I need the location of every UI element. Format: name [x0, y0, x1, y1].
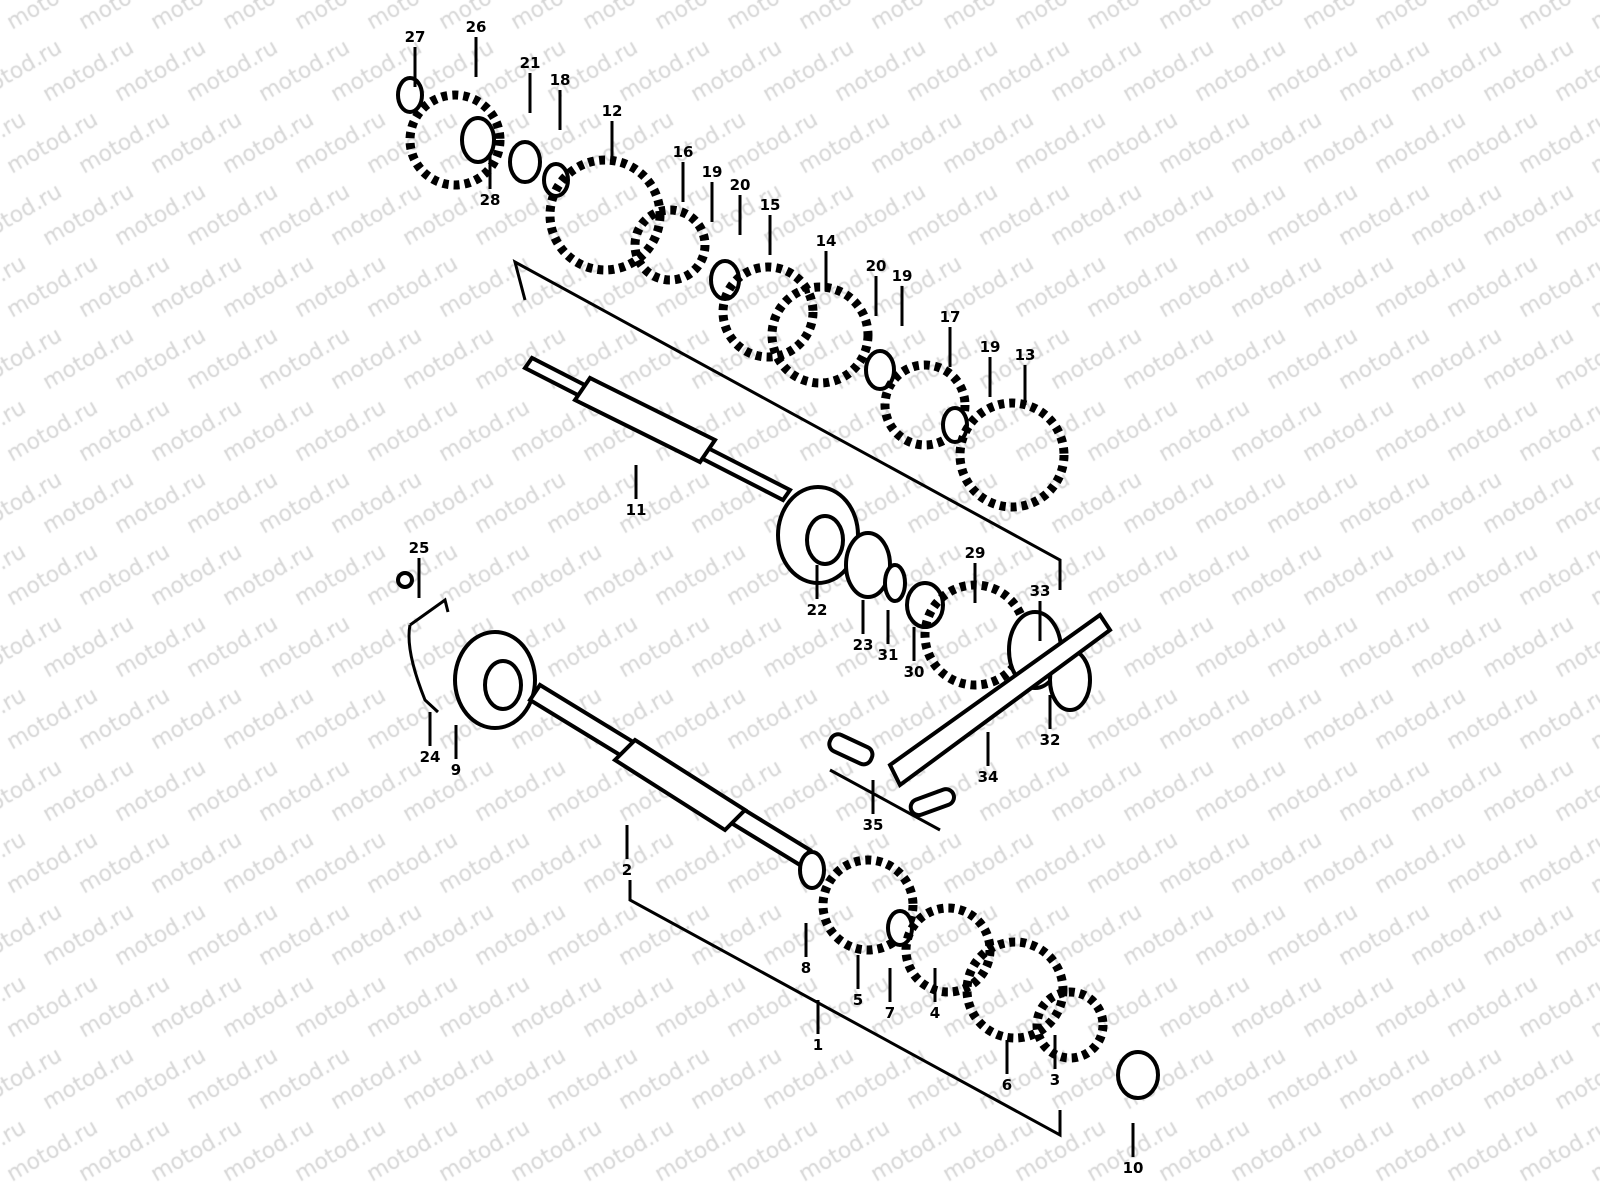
label-31: 31 [878, 646, 899, 664]
label-29: 29 [965, 544, 986, 562]
part-7-washer [886, 909, 914, 947]
part-14-gear [767, 282, 873, 388]
label-20: 20 [730, 176, 751, 194]
label-1: 1 [813, 1036, 823, 1054]
part-2-spline [611, 737, 749, 833]
part-13-gear [955, 398, 1069, 512]
bracket-line-lower [628, 880, 1062, 1138]
label-5: 5 [853, 991, 863, 1009]
label-11: 11 [626, 501, 647, 519]
part-35-clip [908, 787, 956, 818]
label-23: 23 [853, 636, 874, 654]
part-10-bushing [1116, 1050, 1160, 1100]
label-21: 21 [520, 54, 541, 72]
part-30-spacer [905, 581, 945, 629]
part-22-bearing-inner [805, 514, 845, 566]
part-19-washer-b [941, 406, 969, 444]
label-22: 22 [807, 601, 828, 619]
label-28: 28 [480, 191, 501, 209]
label-32: 32 [1040, 731, 1061, 749]
part-28-bushing [460, 116, 496, 164]
label-19b: 19 [892, 267, 913, 285]
label-33: 33 [1030, 582, 1051, 600]
part-31-oring [883, 563, 907, 603]
part-6-gear [962, 937, 1068, 1043]
label-7: 7 [885, 1004, 895, 1022]
part-26-gear [405, 90, 505, 190]
part-15-gear [718, 262, 818, 362]
part-3-gear [1032, 987, 1108, 1063]
part-19-washer [864, 349, 896, 391]
label-20b: 20 [866, 257, 887, 275]
driveshaft-assembly [396, 571, 1160, 1138]
part-4-gear [901, 903, 995, 997]
label-9: 9 [451, 761, 461, 779]
label-10: 10 [1123, 1159, 1144, 1177]
part-27-washer [396, 76, 424, 114]
label-26: 26 [466, 18, 487, 36]
label-13: 13 [1015, 346, 1036, 364]
label-25: 25 [409, 539, 430, 557]
part-35-joint-link [827, 732, 875, 767]
bracket-line-35 [829, 768, 941, 832]
label-12: 12 [602, 102, 623, 120]
label-19: 19 [702, 163, 723, 181]
label-16: 16 [673, 143, 694, 161]
part-11-spline [572, 375, 718, 465]
part-24-stopper [407, 597, 450, 714]
label-17: 17 [940, 308, 961, 326]
part-21-collar [508, 140, 542, 184]
part-9-bearing-inner [483, 659, 523, 711]
part-25-bolt [396, 571, 414, 589]
label-8: 8 [801, 959, 811, 977]
part-5-gear [818, 855, 918, 955]
label-34: 34 [978, 768, 999, 786]
label-2: 2 [622, 861, 632, 879]
label-18: 18 [550, 71, 571, 89]
label-6: 6 [1002, 1076, 1012, 1094]
bracket-line-upper [512, 259, 1062, 590]
label-27: 27 [405, 28, 426, 46]
label-35: 35 [863, 816, 884, 834]
part-34-chain [887, 612, 1113, 789]
label-30: 30 [904, 663, 925, 681]
part-17-gear [880, 360, 970, 450]
label-19c: 19 [980, 338, 1001, 356]
label-3: 3 [1050, 1071, 1060, 1089]
part-12-gear [545, 155, 665, 275]
part-16-gear [630, 205, 710, 285]
label-4: 4 [930, 1004, 940, 1022]
part-number-labels: 27 26 21 18 28 12 16 19 20 15 14 20 19 1… [405, 18, 1144, 1177]
label-15: 15 [760, 196, 781, 214]
label-14: 14 [816, 232, 837, 250]
label-24: 24 [420, 748, 441, 766]
countershaft-assembly [396, 76, 1113, 818]
part-8-circlip [798, 850, 826, 890]
